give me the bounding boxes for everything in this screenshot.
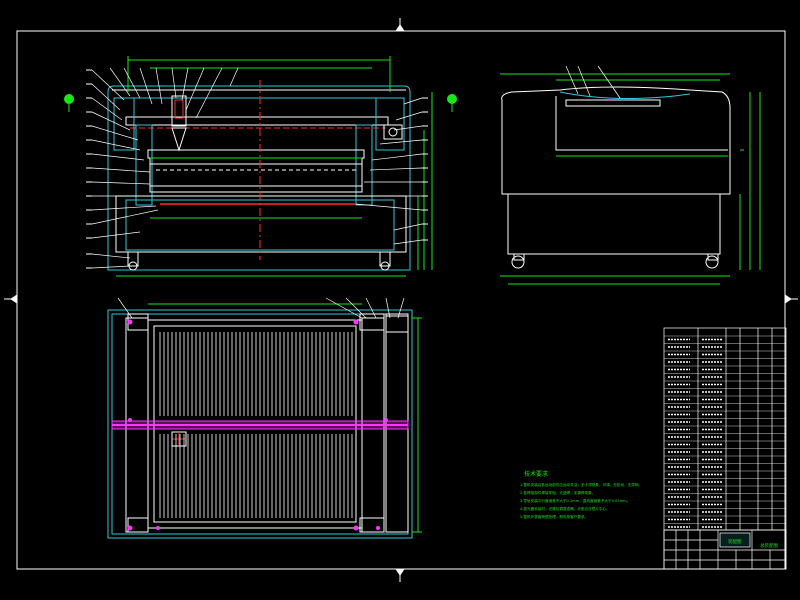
green-balloon-marker-icon <box>64 94 74 112</box>
side-view <box>500 65 761 285</box>
honeycomb-slats-lower <box>159 434 353 518</box>
green-balloon-marker-icon <box>447 94 457 112</box>
notes-line: 2.各焊接部件焊接牢固，无虚焊，无漏焊现象。 <box>520 490 595 495</box>
drawing-frame <box>4 18 798 582</box>
drawing-school: 总装配图 <box>760 542 778 549</box>
honeycomb-slats-upper <box>159 332 353 416</box>
notes-line: 1.整机安装后各运动部件应运动灵活，无卡滞现象，可调，无松动，无异响。 <box>520 482 642 487</box>
notes-line: 5.整机外表面喷塑处理，颜色按客户要求。 <box>520 514 588 519</box>
front-view <box>86 56 433 277</box>
parts-list-table <box>663 327 787 570</box>
notes-line: 3.导轨安装平行度误差不大于0.1mm，直线度误差不大于0.05mm。 <box>520 498 630 503</box>
drawing-name: 装配图 <box>728 538 742 545</box>
technical-notes: 技术要求 1.整机安装后各运动部件应运动灵活，无卡滞现象，可调，无松动，无异响。… <box>520 470 642 519</box>
notes-line: 4.激光器安装时，光路应调整准确，光斑应在镜片中心。 <box>520 506 610 511</box>
top-view <box>107 297 422 539</box>
notes-title: 技术要求 <box>524 470 548 478</box>
